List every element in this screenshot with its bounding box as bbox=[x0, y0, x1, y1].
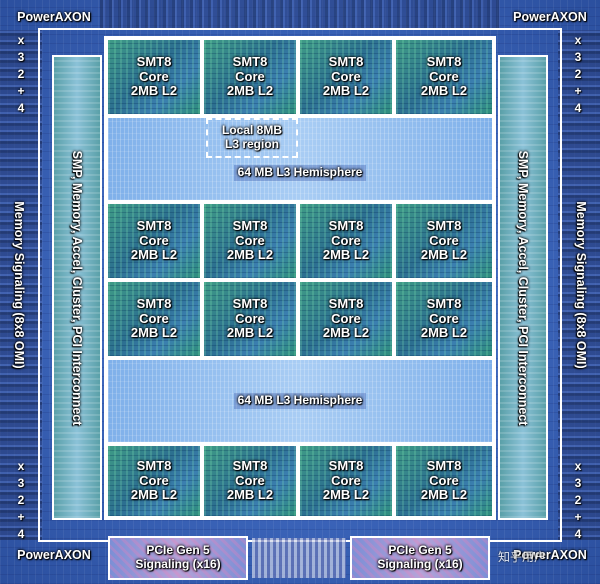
right-edge-texture bbox=[558, 30, 600, 540]
smp-interconnect-right: SMP, Memory, Accel, Cluster, PCI Interco… bbox=[498, 55, 548, 520]
core-block-outline bbox=[104, 36, 496, 520]
powerAxon-bottom-left: PowerAXON bbox=[17, 548, 91, 562]
powerAxon-top-right: PowerAXON bbox=[513, 10, 587, 24]
l3-hemisphere-upper: 64 MB L3 Hemisphere bbox=[106, 116, 494, 202]
top-edge-texture bbox=[100, 0, 500, 30]
memory-signaling-left: Memory Signaling (8x8 OMI) bbox=[12, 201, 27, 369]
bottom-center-texture bbox=[252, 538, 346, 578]
powerAxon-bottom-right: PowerAXON bbox=[513, 548, 587, 562]
watermark: 知乎用户 bbox=[498, 550, 547, 564]
powerAxon-top-left: PowerAXON bbox=[17, 10, 91, 24]
l3-hemisphere-lower: 64 MB L3 Hemisphere bbox=[106, 358, 494, 444]
memory-signaling-right: Memory Signaling (8x8 OMI) bbox=[574, 201, 589, 369]
left-edge-texture bbox=[0, 30, 42, 540]
smp-interconnect-left: SMP, Memory, Accel, Cluster, PCI Interco… bbox=[52, 55, 102, 520]
